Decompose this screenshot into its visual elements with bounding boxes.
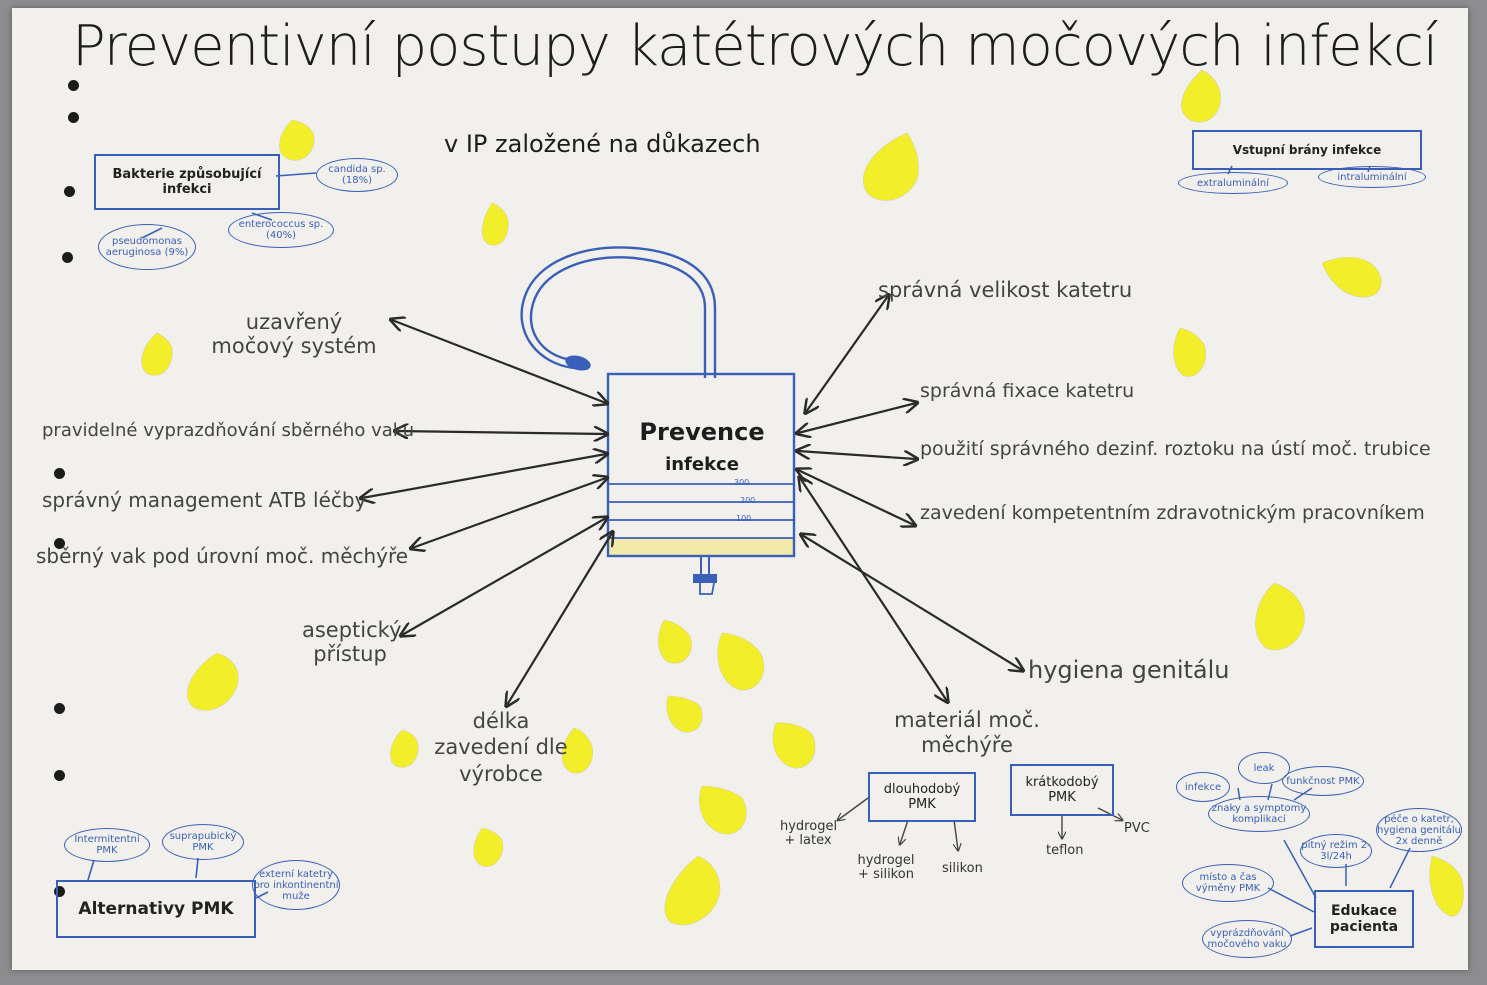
material-long-item-1: hydrogel + latex	[780, 819, 838, 849]
arrow-right-6	[800, 478, 947, 701]
punch-hole	[54, 703, 65, 714]
drop-decoration	[658, 619, 692, 664]
vstupni-oval-extra: extraluminální	[1178, 172, 1288, 194]
arrow-right-3	[798, 451, 916, 459]
drop-decoration	[1181, 69, 1221, 123]
main-arrows	[362, 296, 1022, 705]
drop-decoration	[390, 729, 419, 768]
bacteria-oval-pseudomonas: pseudomonas aeruginosa (9%)	[98, 224, 196, 270]
edukace-oval-pece: péče o katetr, hygiena genitálu 2x denně	[1376, 808, 1462, 852]
bag-scale-300: 300	[734, 478, 750, 487]
collection-bag	[606, 372, 796, 595]
drop-decoration	[1429, 855, 1464, 917]
left-item-1: uzavřený močový systém	[211, 310, 377, 359]
edukace-connectors	[1237, 783, 1411, 937]
material-long-box: dlouhodobý PMK	[868, 772, 976, 822]
bag-scale-100: 100	[736, 514, 752, 523]
material-short-box: krátkodobý PMK	[1010, 764, 1114, 816]
arrow-right-4	[798, 470, 914, 525]
punch-hole	[68, 112, 79, 123]
edukace-oval-vyprazdnovani: vyprázdňování močového vaku	[1202, 920, 1292, 958]
left-item-6: délka zavedení dle výrobce	[434, 709, 568, 786]
drop-decoration	[481, 202, 509, 246]
drop-decoration	[863, 132, 919, 201]
drop-decoration	[473, 827, 504, 867]
arrow-left-1	[392, 320, 606, 403]
drop-decoration	[1255, 582, 1305, 651]
drop-decoration	[666, 695, 703, 733]
left-item-3: správný management ATB léčby	[42, 488, 367, 512]
arrow-left-6	[507, 533, 612, 705]
alternativy-oval-1: Intermitentní PMK	[64, 828, 150, 862]
punch-hole	[68, 80, 79, 91]
bacteria-oval-candida: candida sp. (18%)	[316, 158, 398, 192]
drop-decoration	[1321, 256, 1382, 298]
drop-decoration	[187, 652, 239, 711]
yellow-drops	[141, 69, 1464, 926]
vstupni-box: Vstupní brány infekce	[1192, 130, 1422, 170]
edukace-oval-funkcnost: funkčnost PMK	[1282, 766, 1364, 796]
right-item-3: použití správného dezinf. roztoku na úst…	[920, 438, 1431, 460]
right-item-6: materiál moč. měchýře	[894, 708, 1040, 758]
page-subtitle: v IP založené na důkazech	[444, 130, 761, 158]
drop-decoration	[664, 855, 721, 926]
center-label-2: infekce	[665, 454, 739, 475]
drop-decoration	[717, 632, 765, 691]
arrow-right-1	[806, 296, 888, 412]
bag-scale-200: 200	[740, 496, 756, 505]
catheter-tube	[520, 246, 717, 378]
bacteria-title: Bakterie způsobující infekci	[112, 167, 262, 197]
catheter-tip	[565, 355, 591, 371]
left-item-4: sběrný vak pod úrovní moč. měchýře	[36, 544, 409, 568]
edukace-box: Edukace pacienta	[1314, 890, 1414, 948]
drop-decoration	[561, 727, 594, 774]
drop-decoration	[279, 119, 315, 161]
poster-sheet: Preventivní postupy katétrových močových…	[12, 8, 1468, 970]
arrow-left-5	[402, 518, 606, 635]
edukace-oval-misto: místo a čas výměny PMK	[1182, 864, 1274, 902]
punch-hole	[54, 886, 65, 897]
edukace-oval-infekce: infekce	[1176, 772, 1230, 802]
vstupni-oval-intra: intraluminální	[1318, 166, 1426, 188]
material-long-item-3: silikon	[942, 861, 983, 876]
punch-hole	[54, 538, 65, 549]
material-long-item-2: hydrogel + silikon	[857, 853, 915, 883]
punch-hole	[54, 468, 65, 479]
left-item-5: aseptický přístup	[302, 618, 402, 667]
drop-decoration	[141, 332, 173, 376]
material-short-item-1: teflon	[1046, 843, 1084, 858]
arrow-right-2	[798, 403, 916, 433]
edukace-oval-pitny: pitný režim 2-3l/24h	[1300, 834, 1372, 868]
punch-hole	[54, 770, 65, 781]
right-item-5: hygiena genitálu	[1028, 656, 1230, 684]
drop-decoration	[1173, 327, 1206, 377]
punch-hole	[64, 186, 75, 197]
material-short-item-2: PVC	[1124, 821, 1150, 836]
page-title: Preventivní postupy katétrových močových…	[72, 14, 1438, 79]
center-label: Prevence	[639, 418, 765, 446]
arrow-left-4	[412, 478, 606, 548]
edukace-oval-leak: leak	[1238, 752, 1290, 784]
left-item-2: pravidelné vyprazdňování sběrného vaku	[42, 420, 415, 441]
alternativy-box: Alternativy PMK	[56, 880, 256, 938]
diagram-graphics	[87, 69, 1464, 937]
right-item-2: správná fixace katetru	[920, 380, 1135, 402]
alternativy-oval-2: suprapubický PMK	[162, 824, 244, 860]
right-item-4: zavedení kompetentním zdravotnickým prac…	[920, 502, 1425, 524]
drop-decoration	[698, 785, 747, 835]
alternativy-oval-3: externí katetry pro inkontinentní muže	[252, 860, 340, 910]
edukace-oval-znaky: znaky a symptomy komplikací	[1208, 796, 1310, 832]
drop-decoration	[772, 722, 816, 769]
bacteria-box: Bakterie způsobující infekci	[94, 154, 280, 210]
punch-hole	[62, 252, 73, 263]
vstupni-title: Vstupní brány infekce	[1232, 143, 1382, 157]
arrow-left-2	[396, 431, 606, 434]
bacteria-oval-enterococcus: enterococcus sp. (40%)	[228, 212, 334, 248]
right-item-1: správná velikost katetru	[878, 278, 1133, 302]
